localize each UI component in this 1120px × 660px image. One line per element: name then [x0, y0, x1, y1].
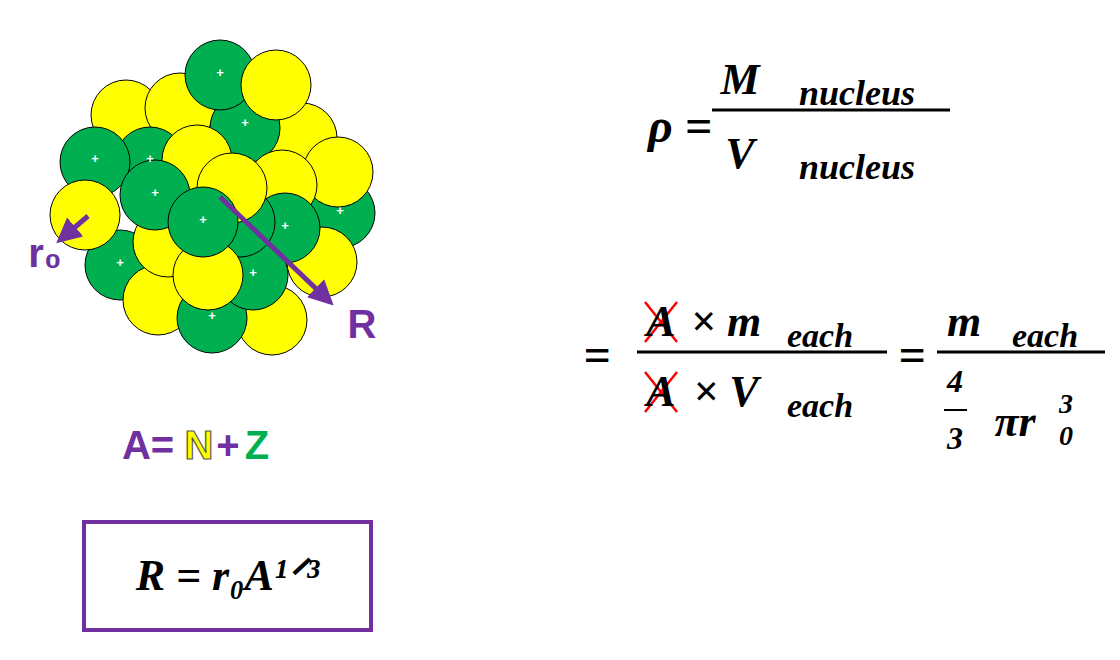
equation-part: 3 [947, 422, 963, 454]
plus-sign: + [91, 152, 99, 165]
equation-part: 4 [947, 365, 963, 397]
equation-part: M [720, 58, 759, 102]
plus-sign: + [281, 219, 289, 232]
formula-box: R = r₀A¹ᐟ³ [82, 520, 373, 632]
radius-label: R [348, 304, 377, 344]
equation-part: × V [693, 370, 758, 414]
plus-sign: + [146, 152, 154, 165]
equation-part: = [898, 331, 925, 379]
radius-arrow [60, 216, 88, 240]
plus-sign: + [208, 309, 216, 322]
neutron [241, 50, 311, 120]
formula-part: A= [122, 425, 174, 465]
fraction-bars [637, 110, 1105, 410]
plus-sign: + [151, 186, 159, 199]
equation-part: 0 [1059, 422, 1073, 450]
formula-part: N [185, 425, 214, 465]
plus-sign: + [336, 204, 344, 217]
radius-label: r₀ [28, 233, 62, 273]
equation-part: each [1012, 319, 1078, 353]
equation-part: V [725, 132, 754, 176]
equation-part: A [646, 300, 675, 344]
equation-part: × m [691, 300, 761, 344]
equation-part: πr [994, 400, 1035, 444]
equation-part: A [646, 370, 675, 414]
equation-part: each [787, 389, 853, 423]
plus-sign: + [241, 116, 249, 129]
nucleon-cluster [50, 40, 375, 355]
equation-part: each [787, 319, 853, 353]
formula-part: + [216, 425, 239, 465]
plus-sign: + [116, 256, 124, 269]
fraction-bar [944, 409, 967, 411]
radius-arrow [220, 197, 330, 302]
plus-sign: + [216, 66, 224, 79]
equation-part: ρ = [648, 102, 712, 150]
equation-part: 3 [1059, 390, 1073, 418]
proton [168, 187, 238, 257]
equation-part: = [583, 331, 610, 379]
equation-part: m [947, 300, 981, 344]
plus-sign: + [249, 266, 257, 279]
equation-part: nucleus [799, 149, 915, 185]
formula-text: R = r₀A¹ᐟ³ [136, 554, 320, 598]
equation-part: nucleus [799, 75, 915, 111]
formula-part: Z [245, 425, 269, 465]
plus-sign: + [199, 213, 207, 226]
